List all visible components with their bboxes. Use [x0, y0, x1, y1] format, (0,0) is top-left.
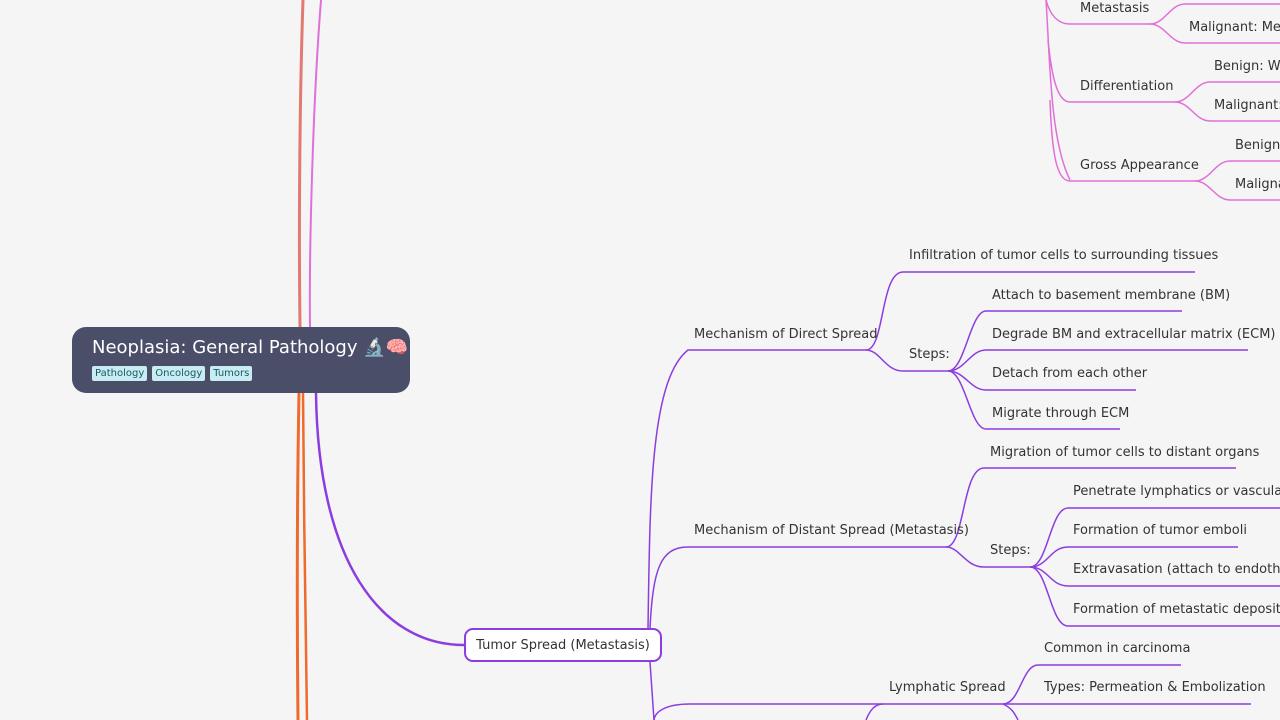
- edge-gross-child-0: [1194, 160, 1280, 182]
- node-lymphatic-child-0[interactable]: Common in carcinoma: [1044, 641, 1191, 656]
- edge-lymphatic: [653, 703, 1003, 720]
- edge-direct-steps: [865, 349, 948, 372]
- edge-lymphatic-down: [1002, 703, 1019, 720]
- edge-distant-steps: [945, 546, 1030, 568]
- root-tags: Pathology Oncology Tumors: [92, 366, 390, 381]
- edge-differentiation-child-1: [1174, 101, 1280, 122]
- root-node[interactable]: Neoplasia: General Pathology 🔬🧠 Patholog…: [72, 327, 410, 393]
- node-direct-step-1[interactable]: Degrade BM and extracellular matrix (ECM…: [992, 327, 1276, 342]
- edge-trunk-salmon: [297, 0, 305, 328]
- edge-distant-step-2: [1029, 566, 1280, 587]
- node-metastasis[interactable]: Metastasis: [1080, 1, 1150, 16]
- node-distant-spread[interactable]: Mechanism of Distant Spread (Metastasis): [694, 523, 969, 538]
- edge-metastasis-child-0: [1149, 23, 1280, 44]
- node-tumor-spread[interactable]: Tumor Spread (Metastasis): [464, 628, 662, 662]
- node-direct-steps[interactable]: Steps:: [909, 347, 950, 362]
- edge-pink-trunk: [1045, 0, 1071, 181]
- edge-trunk-pink: [308, 0, 322, 328]
- node-infiltration[interactable]: Infiltration of tumor cells to surroundi…: [909, 248, 1219, 263]
- edge-metastasis: [1045, 0, 1150, 25]
- node-distant-steps[interactable]: Steps:: [990, 543, 1031, 558]
- edge-direct-step-1: [947, 349, 1248, 372]
- node-lymphatic-child-1[interactable]: Types: Permeation & Embolization: [1044, 680, 1266, 695]
- edge-gross-child-1: [1194, 180, 1280, 201]
- edge-direct-step-3: [947, 370, 1120, 430]
- edge-trunk-orange-1: [295, 392, 301, 720]
- edge-distant-step-0: [1029, 507, 1280, 568]
- edge-infiltration: [865, 271, 1195, 351]
- edge-distant-spread: [649, 546, 946, 629]
- node-distant-step-2[interactable]: Extravasation (attach to endotheliu: [1073, 562, 1280, 577]
- edge-lymphatic-branch: [865, 703, 884, 720]
- node-benign-differentiation[interactable]: Benign: We: [1214, 59, 1280, 74]
- edge-gross-appearance: [1049, 99, 1195, 182]
- tag-pathology[interactable]: Pathology: [92, 366, 148, 381]
- node-malignant-metastasis[interactable]: Malignant: Meta: [1189, 20, 1280, 35]
- edge-distant-step-3: [1029, 566, 1280, 627]
- root-title: Neoplasia: General Pathology 🔬🧠: [92, 337, 409, 358]
- edge-differentiation: [1047, 39, 1175, 103]
- node-direct-step-3[interactable]: Migrate through ECM: [992, 406, 1130, 421]
- node-lymphatic-spread[interactable]: Lymphatic Spread: [889, 680, 1006, 695]
- node-benign-gross[interactable]: Benign:: [1235, 138, 1280, 153]
- node-distant-step-3[interactable]: Formation of metastatic deposits (r: [1073, 602, 1280, 617]
- node-distant-step-0[interactable]: Penetrate lymphatics or vascular w: [1073, 484, 1280, 499]
- edge-tumor-spread-trunk: [647, 349, 866, 629]
- edge-direct-step-0: [947, 310, 1182, 372]
- node-distant-step-1[interactable]: Formation of tumor emboli: [1073, 523, 1247, 538]
- edge-migration: [945, 467, 1236, 548]
- edge-root-to-tumor-spread: [314, 392, 465, 647]
- edge-metastasis-up: [1149, 3, 1280, 25]
- node-direct-spread[interactable]: Mechanism of Direct Spread: [694, 327, 878, 342]
- tag-tumors[interactable]: Tumors: [210, 366, 253, 381]
- node-malignant-gross[interactable]: Maligna: [1235, 177, 1280, 192]
- node-migration[interactable]: Migration of tumor cells to distant orga…: [990, 445, 1260, 460]
- edge-direct-step-2: [947, 370, 1136, 391]
- tag-oncology[interactable]: Oncology: [152, 366, 206, 381]
- node-direct-step-0[interactable]: Attach to basement membrane (BM): [992, 288, 1231, 303]
- edge-trunk-orange-2: [301, 392, 309, 720]
- edge-lymphatic-child-0: [1002, 664, 1181, 705]
- node-differentiation[interactable]: Differentiation: [1080, 79, 1174, 94]
- node-direct-step-2[interactable]: Detach from each other: [992, 366, 1148, 381]
- edge-differentiation-child-0: [1174, 81, 1280, 103]
- edge-tumor-spread-down: [649, 661, 655, 720]
- node-malignant-differentiation[interactable]: Malignant:: [1214, 98, 1280, 113]
- edge-distant-step-1: [1029, 546, 1238, 568]
- node-gross-appearance[interactable]: Gross Appearance: [1080, 158, 1199, 173]
